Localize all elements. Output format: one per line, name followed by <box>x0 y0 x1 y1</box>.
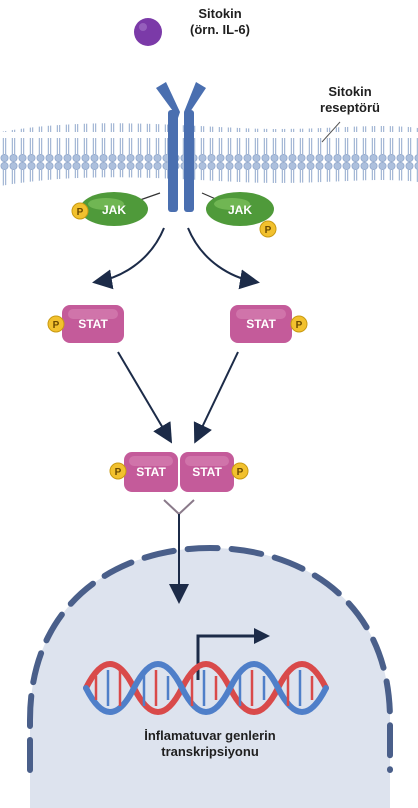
cytokine-example: (örn. IL-6) <box>190 22 250 38</box>
stat-left: STAT P <box>47 305 124 343</box>
jak-left: JAK P <box>71 192 161 226</box>
jak-right-label: JAK <box>228 203 252 217</box>
transcription-label: İnflamatuvar genlerin transkripsiyonu <box>80 728 340 761</box>
cytokine-name: Sitokin <box>198 6 242 21</box>
jak-left-label: JAK <box>102 203 126 217</box>
cytokine-label: Sitokin (örn. IL-6) <box>170 6 270 39</box>
phosphate-dimer-right: P <box>237 467 244 478</box>
arrow-to-stat-left <box>92 227 165 290</box>
cytokine-receptor <box>156 82 206 212</box>
phosphate-dimer-left: P <box>115 467 122 478</box>
phosphate-jak-left: P <box>77 207 84 218</box>
phosphate-stat-left: P <box>53 320 60 331</box>
cytokine-molecule <box>134 18 162 46</box>
stat-dimer-left-label: STAT <box>136 465 166 479</box>
stat-right: STAT P <box>230 305 308 343</box>
phosphate-stat-right: P <box>296 320 303 331</box>
jak-right: JAK P <box>201 192 277 238</box>
arrow-stat-right-to-dimer <box>193 351 239 444</box>
receptor-leader-line <box>321 121 341 143</box>
arrow-stat-left-to-dimer <box>117 351 173 444</box>
stat-right-label: STAT <box>246 317 276 331</box>
phosphate-jak-right: P <box>265 225 272 236</box>
nucleus <box>27 544 393 808</box>
dna-helix-icon <box>83 661 329 715</box>
stat-dimer: STAT STAT P P <box>109 452 249 516</box>
transcription-label-line2: transkripsiyonu <box>161 744 259 760</box>
stat-dimer-right-label: STAT <box>192 465 222 479</box>
stat-left-label: STAT <box>78 317 108 331</box>
arrow-to-stat-right <box>187 227 260 290</box>
receptor-label-line2: reseptörü <box>320 100 380 116</box>
cell-membrane <box>0 123 418 186</box>
transcription-label-line1: İnflamatuvar genlerin <box>144 728 276 743</box>
receptor-label-line1: Sitokin <box>328 84 372 99</box>
receptor-label: Sitokin reseptörü <box>300 84 400 117</box>
